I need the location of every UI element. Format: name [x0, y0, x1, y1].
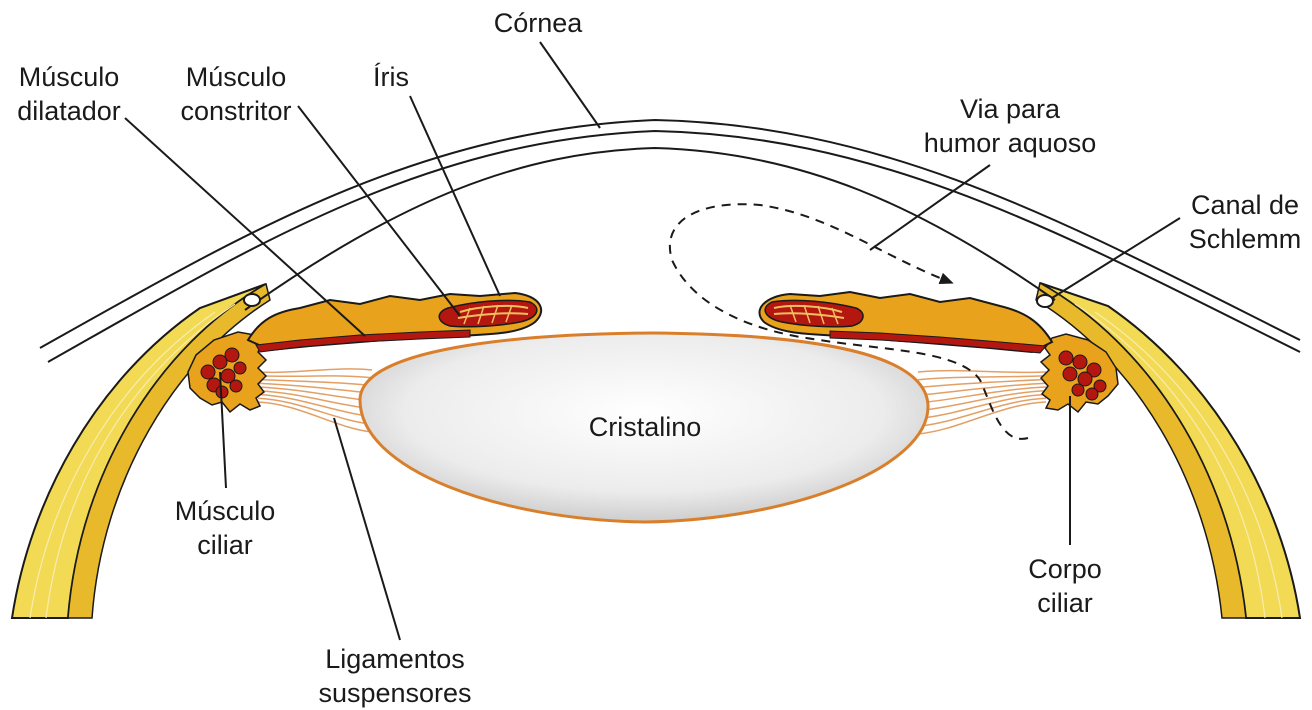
ligament-fiber [258, 395, 372, 417]
ligament-fiber [918, 395, 1046, 419]
label-aqueous-path: Via para humor aquoso [900, 92, 1120, 160]
label-iris: Íris [356, 60, 426, 94]
label-cornea: Córnea [470, 6, 606, 40]
label-dilator-muscle: Músculo dilatador [4, 60, 134, 128]
label-suspensory-ligaments: Ligamentos suspensores [300, 642, 490, 710]
label-ciliary-body: Corpo ciliar [1000, 552, 1130, 620]
ligament-fiber [918, 398, 1046, 426]
label-constrictor-muscle: Músculo constritor [166, 60, 306, 128]
label-schlemm-canal: Canal de Schlemm [1178, 188, 1312, 256]
ligament-fiber [258, 398, 372, 424]
schlemm-canal-right [1037, 295, 1053, 307]
sclera-left [12, 284, 266, 618]
ligament-fiber [918, 376, 1046, 380]
leader-iris [410, 96, 500, 296]
label-lens: Cristalino [560, 410, 730, 444]
leader-schlemm [1052, 218, 1180, 298]
schlemm-canal-left [244, 294, 260, 306]
suspensory-ligaments-right [918, 371, 1046, 434]
leader-constrictor [298, 106, 460, 316]
ligament-fiber [918, 380, 1046, 388]
ligament-fiber [258, 376, 372, 378]
ligament-fiber [258, 369, 372, 372]
label-ciliary-muscle: Músculo ciliar [160, 494, 290, 562]
leader-cornea [540, 42, 600, 128]
leader-aqueous [870, 165, 990, 250]
suspensory-ligaments-left [258, 369, 372, 432]
ligament-fiber [918, 371, 1046, 373]
ligament-fiber [918, 402, 1046, 434]
